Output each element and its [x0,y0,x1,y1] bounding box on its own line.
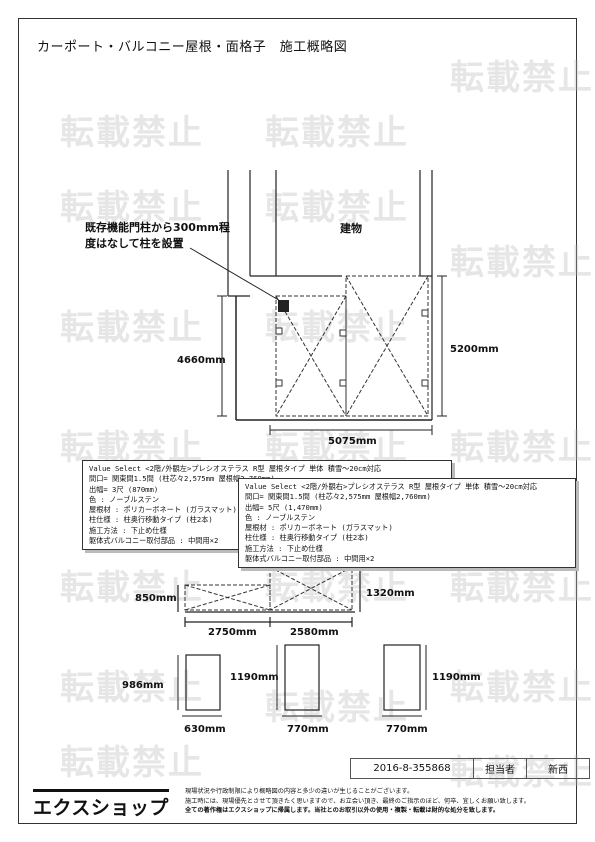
spec-line: 屋根材 : ポリカーボネート (ガラスマット) [89,505,237,515]
dim-panel1-height: 986mm [122,680,164,691]
footer-note: 施工時には、現場優先とさせて頂きたく思いますので、お立会い頂き、最終のご指示のほ… [185,797,530,805]
spec-line: 柱仕様 : 柱奥行移動タイプ (柱2本) [245,533,369,543]
callout-leader [189,247,283,303]
watermark: 転載禁止 [450,428,594,468]
watermark: 転載禁止 [265,308,409,348]
spec-line: 間口= 関東間1.5間 (柱芯々2,575mm 屋根幅2,760mm) [89,474,275,484]
dim-panel2-width: 770mm [287,724,329,735]
watermark: 転載禁止 [265,688,409,728]
pillar-callout: 既存機能門柱から300mm程 度はなして柱を設置 [85,220,230,252]
watermark: 転載禁止 [450,58,594,98]
dim-panel3-width: 770mm [386,724,428,735]
dim-elev-right-height: 1320mm [366,588,415,599]
dim-elev-left-height: 850mm [135,593,177,604]
plan-carport [275,275,429,417]
watermark: 転載禁止 [60,188,204,228]
dimension-lines [217,275,447,435]
footer-info-table: 2016-8-355868 担当者 新西 [350,758,590,779]
existing-gate-pillar [278,300,289,312]
watermark: 転載禁止 [265,113,409,153]
post-markers [275,309,429,387]
spec-line: 色 : ノーブルステン [89,494,160,504]
staff-label: 担当者 [473,758,527,779]
dim-plan-left-height: 4660mm [177,355,226,366]
building-outline [227,170,433,420]
footer-note: 全ての著作権はエクスショップに帰属します。当社とのお取引以外の使用・複製・転載は… [185,807,500,814]
dim-elev-right-width: 2580mm [290,627,339,638]
spec-line: Value Select <2階/外観右>プレシオステラス R型 屋根タイプ 単… [245,482,538,491]
watermark: 転載禁止 [450,568,594,608]
dim-panel2-height: 1190mm [230,672,279,683]
dim-plan-right-height: 5200mm [450,344,499,355]
watermark: 転載禁止 [60,308,204,348]
spec-line: 柱仕様 : 柱奥行移動タイプ (柱2本) [89,515,213,525]
spec-line: Value Select <2階/外観左>プレシオステラス R型 屋根タイプ 単… [89,464,382,473]
dim-panel1-width: 630mm [184,724,226,735]
spec-line: 出幅= 5尺 (1,470mm) [245,502,323,512]
dim-plan-width: 5075mm [328,436,377,447]
spec-line: 色 : ノーブルステン [245,512,316,522]
callout-line-1: 既存機能門柱から300mm程 [85,221,230,234]
watermark: 転載禁止 [60,113,204,153]
spec-line: 躯体式バルコニー取付部品 : 中間用×2 [245,554,375,564]
watermark: 転載禁止 [450,243,594,283]
spec-line: 間口= 関東間1.5間 (柱芯々2,575mm 屋根幅2,760mm) [245,492,431,502]
watermark: 転載禁止 [265,188,409,228]
page-title: カーポート・バルコニー屋根・面格子 施工概略図 [37,40,348,55]
lattice-panels [185,644,421,711]
drawing-frame [18,18,577,824]
dim-panel3-height: 1190mm [432,672,481,683]
staff-name: 新西 [526,758,590,779]
building-label: 建物 [340,222,362,235]
footer-note: 現場状況や行政制限により概略図の内容と多少の違いが生じることがございます。 [185,788,414,795]
spec-line: 屋根材 : ポリカーボネート (ガラスマット) [245,523,393,533]
callout-line-2: 度はなして柱を設置 [85,237,184,250]
footer-notes: 現場状況や行政制限により概略図の内容と多少の違いが生じることがございます。 施工… [185,787,530,816]
spec-line: 施工方法 : 下止め仕様 [245,543,323,553]
elevation-roofs [184,566,353,611]
spec-line: 出幅= 3尺 (870mm) [89,484,159,494]
watermark: 転載禁止 [60,743,204,783]
company-logo: エクスショップ [33,789,169,820]
spec-line: 施工方法 : 下止め仕様 [89,525,167,535]
spec-box-right: Value Select <2階/外観右>プレシオステラス R型 屋根タイプ 単… [238,478,576,569]
order-number: 2016-8-355868 [350,758,474,779]
watermark: 転載禁止 [450,668,594,708]
dim-elev-left-width: 2750mm [208,627,257,638]
spec-line: 躯体式バルコニー取付部品 : 中間用×2 [89,536,219,546]
